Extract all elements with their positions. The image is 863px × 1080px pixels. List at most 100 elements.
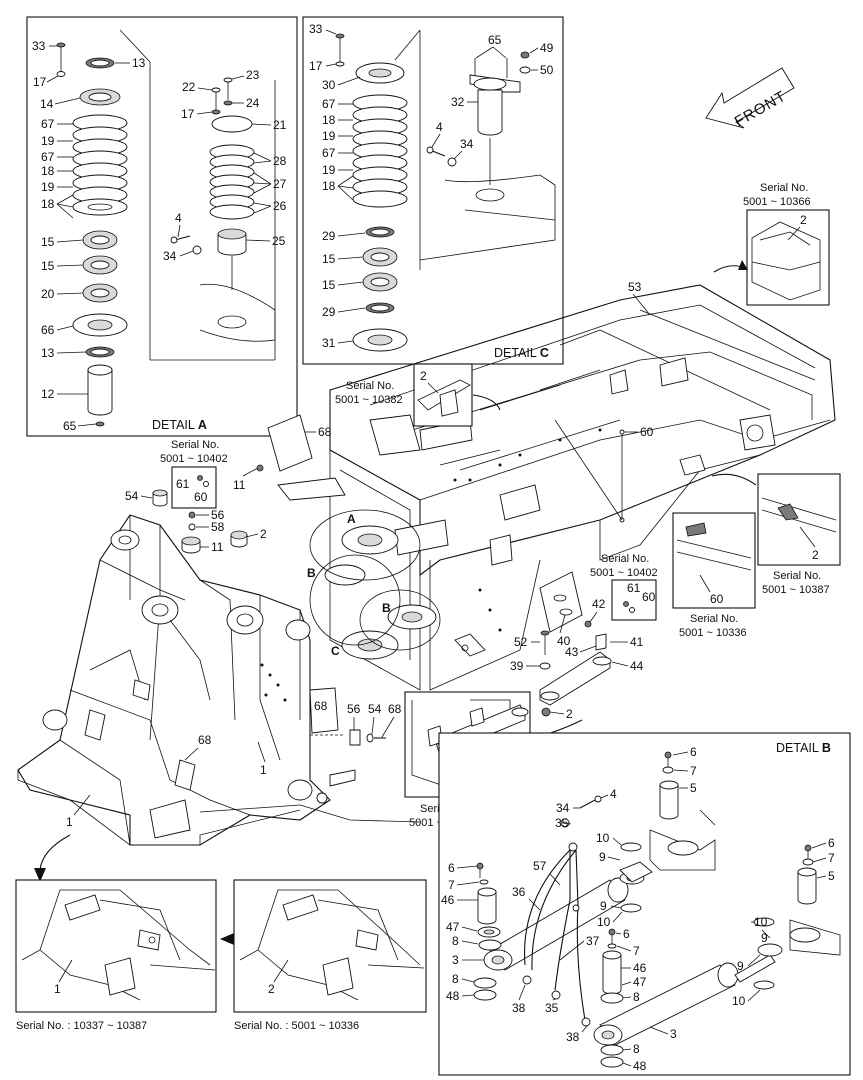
callout: 4 <box>610 787 617 801</box>
callout: 27 <box>273 177 287 191</box>
callout: 42 <box>592 597 606 611</box>
callout: 39 <box>510 659 524 673</box>
detail-b-callouts: 6 7 5 4 34 35 10 9 57 36 6 7 46 9 10 6 7… <box>441 745 835 1073</box>
callout: 25 <box>272 234 286 248</box>
callout: 67 <box>322 97 336 111</box>
callout: 9 <box>737 959 744 973</box>
callout: 68 <box>314 699 328 713</box>
callout: 66 <box>41 323 55 337</box>
callout: 2 <box>800 213 807 227</box>
callout: 1 <box>54 982 61 996</box>
callout: 10 <box>597 915 611 929</box>
callout: 6 <box>828 836 835 850</box>
callout: 7 <box>828 851 835 865</box>
inset-bottom-left: 1 Serial No. : 10337 ~ 10387 <box>15 879 217 1032</box>
callout: 10 <box>596 831 610 845</box>
serial-line2: 5001 ~ 10336 <box>679 627 747 639</box>
callout: 12 <box>41 387 55 401</box>
callout: 8 <box>633 1042 640 1056</box>
callout: 6 <box>448 861 455 875</box>
serial-caption-bottom-left: Serial No. : 10337 ~ 10387 <box>16 1020 147 1032</box>
callout: 40 <box>557 634 571 648</box>
callout: 2 <box>268 982 275 996</box>
plate-52-group: Serial No. 5001 ~ 10402 61 60 42 <box>539 553 658 633</box>
callout: 1 <box>260 763 267 777</box>
callout: 46 <box>441 893 455 907</box>
callout: 30 <box>322 78 336 92</box>
callout: 60 <box>710 592 724 606</box>
front-frame: 68 <box>17 514 421 846</box>
callout: 17 <box>181 107 195 121</box>
callout: 38 <box>566 1030 580 1044</box>
callout: 41 <box>630 635 644 649</box>
inset-serial-10336: 60 Serial No. 5001 ~ 10336 <box>672 512 756 639</box>
callout: 43 <box>565 645 579 659</box>
location-marker-b2: B <box>382 601 391 615</box>
callout: 57 <box>533 859 547 873</box>
detail-c-frame <box>302 16 564 365</box>
callout: 7 <box>690 764 697 778</box>
callout: 2 <box>420 369 427 383</box>
callout: 14 <box>40 97 54 111</box>
callout: 11 <box>211 540 224 554</box>
callout: 34 <box>556 801 570 815</box>
callout: 61 <box>176 477 190 491</box>
detail-a-caption: DETAIL A <box>152 418 207 432</box>
callout: 18 <box>322 179 336 193</box>
serial-line1: Serial No. <box>171 439 219 451</box>
callout: 48 <box>446 989 460 1003</box>
callout: 8 <box>452 972 459 986</box>
callout: 35 <box>555 816 569 830</box>
callout: 65 <box>488 33 502 47</box>
serial-line2: 5001 ~ 10366 <box>743 196 811 208</box>
callout: 36 <box>512 885 526 899</box>
callout: 18 <box>41 197 55 211</box>
callout: 19 <box>41 180 55 194</box>
location-marker-a: A <box>347 512 356 526</box>
callout: 2 <box>812 548 819 562</box>
callout: 3 <box>670 1027 677 1041</box>
detail-b-caption: DETAIL B <box>776 741 831 755</box>
callout: 15 <box>322 278 336 292</box>
callout: 67 <box>41 150 55 164</box>
callout: 33 <box>32 39 46 53</box>
detail-b: DETAIL B <box>438 732 851 1076</box>
callout: 44 <box>630 659 644 673</box>
callout: 22 <box>182 80 196 94</box>
callout: 34 <box>460 137 474 151</box>
callout: 60 <box>640 425 654 439</box>
serial-line1: Serial No. <box>601 553 649 565</box>
callout: 10 <box>732 994 746 1008</box>
callout: 20 <box>41 287 55 301</box>
callout: 5 <box>828 869 835 883</box>
callout: 7 <box>633 944 640 958</box>
callout: 32 <box>451 95 465 109</box>
callout: 35 <box>545 1001 559 1015</box>
serial-line2: 5001 ~ 10382 <box>335 394 403 406</box>
callout: 49 <box>540 41 554 55</box>
callout: 56 <box>347 702 361 716</box>
callout: 47 <box>446 920 460 934</box>
detail-a-left-stack <box>56 42 128 427</box>
callout: 18 <box>41 164 55 178</box>
serial-line1: Serial No. <box>760 182 808 194</box>
detail-c-caption: DETAIL C <box>494 346 549 360</box>
serial-line2: 5001 ~ 10402 <box>590 567 658 579</box>
callout: 5 <box>690 781 697 795</box>
callout: 34 <box>163 249 177 263</box>
main-frame-callouts: 53 68 60 Serial No. 5001 ~ 10402 61 60 1… <box>125 280 654 658</box>
detail-a-frame <box>26 16 298 437</box>
callout: 13 <box>132 56 146 70</box>
callout: 19 <box>322 163 336 177</box>
callout: 1 <box>66 815 73 829</box>
callout: 68 <box>318 425 332 439</box>
callout: 17 <box>309 59 323 73</box>
callout: 29 <box>322 229 336 243</box>
callout: 48 <box>633 1059 647 1073</box>
callout: 19 <box>41 134 55 148</box>
callout: 54 <box>368 702 382 716</box>
callout: 6 <box>690 745 697 759</box>
callout: 53 <box>628 280 642 294</box>
callout: 8 <box>633 990 640 1004</box>
